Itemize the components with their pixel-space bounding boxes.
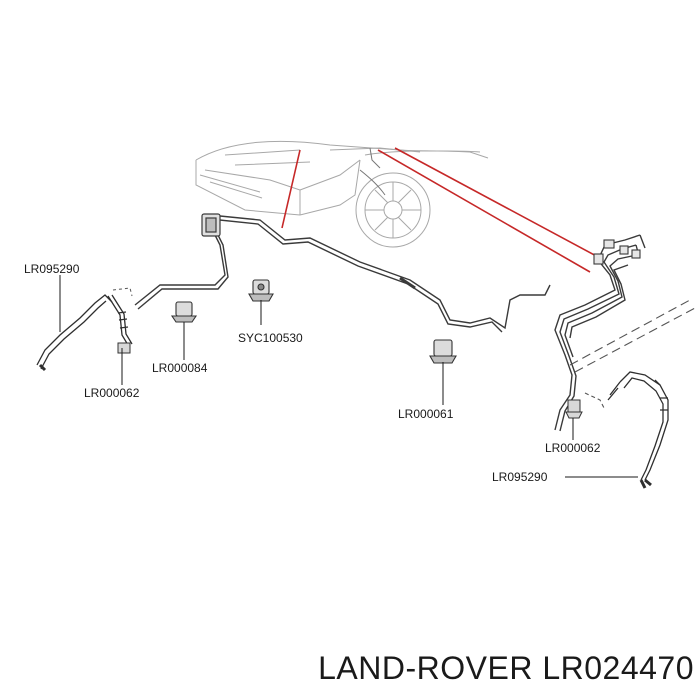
callout-lines	[281, 147, 601, 273]
axis-dashed	[569, 299, 696, 411]
leader-lines	[59, 275, 638, 478]
label-clip-right: LR000062	[545, 441, 601, 455]
footer-part-number: LR024470	[542, 650, 694, 686]
clip-left	[117, 342, 131, 354]
hose-right	[607, 371, 669, 489]
brake-line	[134, 214, 551, 333]
vehicle-sketch	[195, 140, 489, 248]
label-hose-left: LR095290	[24, 262, 80, 276]
clip-right	[565, 399, 583, 419]
footer-brand: LAND-ROVER	[318, 650, 533, 686]
right-junction-fittings	[593, 239, 641, 265]
label-bracket-left: LR000084	[152, 361, 208, 375]
bracket-center	[248, 279, 274, 302]
label-bracket-right: LR000061	[398, 407, 454, 421]
bracket-left	[170, 301, 198, 323]
left-junction-block	[201, 213, 221, 237]
left-dashed-guide	[112, 287, 133, 297]
label-bracket-center: SYC100530	[238, 331, 303, 345]
bracket-right	[429, 339, 457, 364]
part-number-footer: LAND-ROVER LR024470	[270, 644, 694, 692]
label-hose-right: LR095290	[492, 470, 548, 484]
label-clip-left: LR000062	[84, 386, 140, 400]
hose-left	[36, 294, 133, 372]
